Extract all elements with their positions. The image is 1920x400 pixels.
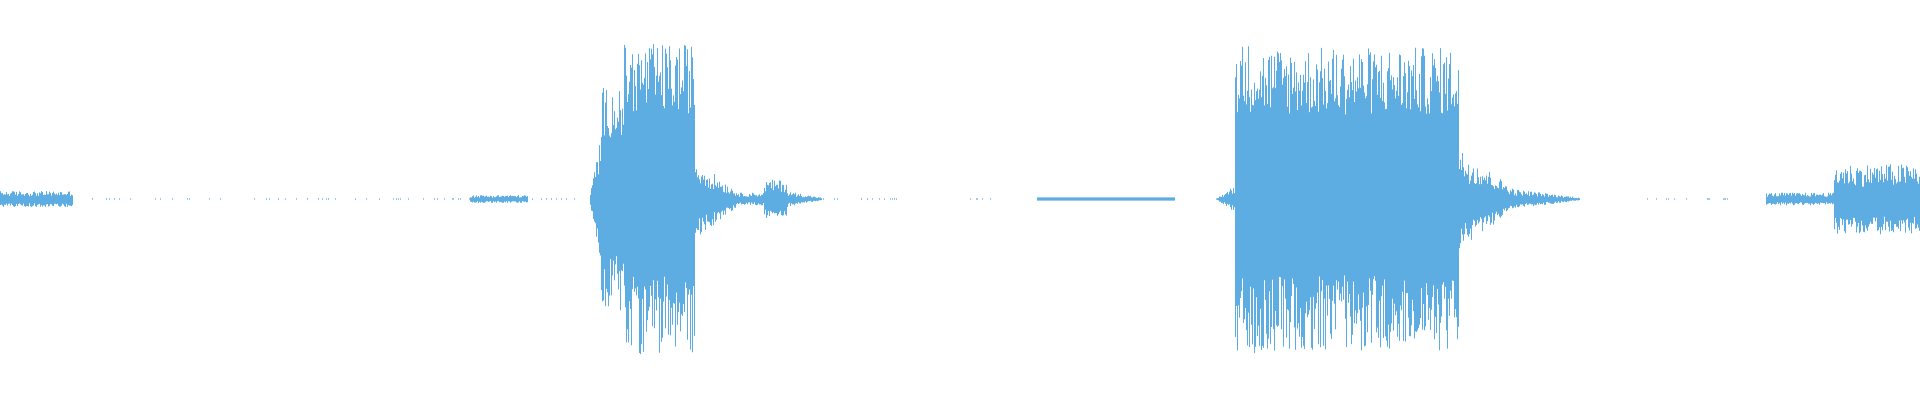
waveform-segment [470, 195, 528, 203]
waveform-segment [624, 44, 695, 355]
waveform-segment [1459, 153, 1517, 249]
waveform-segment [601, 88, 624, 311]
waveform-bars [0, 44, 1920, 355]
waveform-segment [590, 145, 601, 256]
waveform-segment [1037, 197, 1175, 201]
waveform-segment [1647, 198, 1728, 200]
waveform-segment [764, 179, 787, 218]
waveform-segment [1517, 189, 1580, 208]
waveform-segment [970, 198, 991, 200]
waveform-segment [1235, 46, 1258, 354]
waveform-segment [739, 192, 764, 206]
waveform-segment [787, 192, 822, 207]
waveform-segment [1766, 192, 1834, 206]
waveform-segment [1834, 164, 1920, 235]
waveform-segment [695, 169, 739, 235]
waveform-segment [823, 198, 897, 200]
waveform-segment [1258, 47, 1459, 351]
waveform-segment [0, 191, 73, 207]
waveform-segment [1216, 188, 1235, 210]
